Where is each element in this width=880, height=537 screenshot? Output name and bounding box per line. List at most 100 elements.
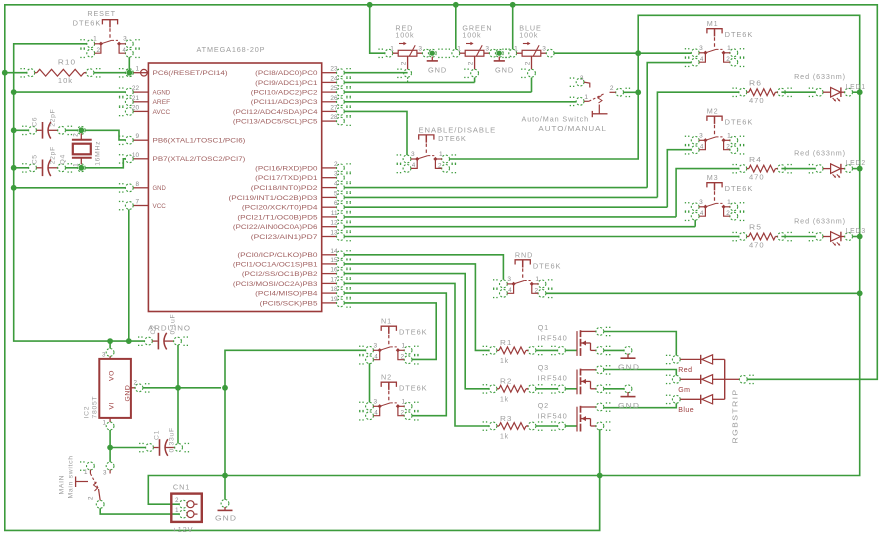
- svg-text:(PCI21/T1/OC0B)PD5: (PCI21/T1/OC0B)PD5: [237, 214, 318, 221]
- svg-text:Red (633nm): Red (633nm): [794, 72, 846, 81]
- svg-text:100k: 100k: [462, 31, 481, 40]
- svg-text:(PCI16/RXD)PD0: (PCI16/RXD)PD0: [255, 165, 318, 172]
- svg-text:R2: R2: [500, 377, 513, 386]
- svg-text:C6: C6: [32, 117, 39, 127]
- svg-text:VCC: VCC: [153, 203, 166, 210]
- svg-text:16MHz: 16MHz: [95, 141, 102, 166]
- svg-text:2: 2: [438, 162, 442, 169]
- svg-text:C5: C5: [32, 154, 39, 164]
- svg-text:3: 3: [699, 132, 703, 139]
- svg-text:1: 1: [401, 342, 405, 349]
- svg-text:11: 11: [331, 210, 338, 217]
- svg-text:1: 1: [584, 94, 588, 101]
- svg-text:2: 2: [401, 410, 405, 417]
- svg-text:18: 18: [330, 286, 338, 293]
- svg-text:M3: M3: [707, 173, 719, 182]
- svg-text:4: 4: [412, 163, 416, 169]
- svg-text:3: 3: [699, 45, 703, 52]
- svg-text:Main switch: Main switch: [68, 455, 75, 498]
- svg-text:LED2: LED2: [846, 158, 867, 167]
- svg-text:28: 28: [330, 114, 338, 121]
- svg-text:AREF: AREF: [153, 99, 171, 106]
- svg-text:ENABLE/DISABLE: ENABLE/DISABLE: [419, 125, 497, 134]
- svg-text:C1: C1: [153, 430, 160, 440]
- svg-text:2: 2: [726, 144, 730, 151]
- svg-text:1: 1: [439, 151, 443, 158]
- svg-text:ATMEGA168-20P: ATMEGA168-20P: [197, 45, 266, 54]
- svg-text:GREEN: GREEN: [462, 24, 492, 33]
- svg-text:GND: GND: [125, 385, 132, 402]
- svg-text:Blue: Blue: [678, 407, 694, 414]
- svg-text:DTE6K: DTE6K: [438, 134, 467, 143]
- svg-text:1: 1: [514, 46, 518, 53]
- svg-text:2: 2: [134, 380, 138, 387]
- svg-text:GND: GND: [495, 66, 514, 75]
- svg-text:2: 2: [175, 498, 179, 504]
- svg-text:1: 1: [135, 66, 139, 73]
- svg-text:(PCI22/AIN0OC0A)PD6: (PCI22/AIN0OC0A)PD6: [233, 224, 318, 231]
- svg-text:Red (633nm): Red (633nm): [794, 148, 846, 157]
- svg-text:Q3: Q3: [538, 363, 549, 372]
- svg-text:PB7(XTAL2/TOSC2/PCI7): PB7(XTAL2/TOSC2/PCI7): [153, 156, 246, 163]
- svg-text:(PCI9/ADC1)PC1: (PCI9/ADC1)PC1: [255, 80, 318, 87]
- svg-text:14: 14: [330, 248, 338, 255]
- svg-text:3: 3: [123, 36, 127, 43]
- svg-text:(PCI17/TXD)PD1: (PCI17/TXD)PD1: [255, 175, 318, 182]
- svg-text:7805T: 7805T: [92, 396, 99, 419]
- svg-text:ARDUINO: ARDUINO: [148, 324, 191, 333]
- svg-text:(PCI8/ADC0)PC0: (PCI8/ADC0)PC0: [255, 70, 318, 77]
- svg-text:(PCI3/MOSI/OC2A)PB3: (PCI3/MOSI/OC2A)PB3: [233, 281, 318, 288]
- svg-text:3: 3: [103, 470, 107, 477]
- svg-text:1: 1: [727, 45, 731, 52]
- svg-text:1k: 1k: [500, 432, 509, 441]
- svg-text:(PCI12/ADC4/SDA)PC4: (PCI12/ADC4/SDA)PC4: [233, 109, 318, 116]
- svg-text:16: 16: [330, 267, 338, 274]
- svg-text:10k: 10k: [58, 76, 73, 85]
- svg-text:2: 2: [726, 56, 730, 63]
- svg-text:15: 15: [330, 257, 338, 264]
- svg-text:7: 7: [135, 199, 139, 206]
- svg-text:1: 1: [457, 46, 461, 53]
- svg-text:(PCI18/INT0)PD2: (PCI18/INT0)PD2: [251, 185, 318, 192]
- svg-text:Auto/Man Switch: Auto/Man Switch: [522, 115, 590, 124]
- svg-text:IRF540: IRF540: [538, 374, 568, 383]
- svg-text:24: 24: [330, 75, 338, 82]
- svg-text:22: 22: [132, 85, 140, 92]
- svg-text:Red: Red: [678, 367, 692, 374]
- svg-text:4: 4: [700, 145, 704, 151]
- svg-text:AGND: AGND: [153, 90, 171, 97]
- svg-text:21: 21: [132, 95, 140, 102]
- svg-text:M1: M1: [707, 19, 719, 28]
- svg-text:19: 19: [330, 296, 338, 303]
- svg-text:AUTO/MANUAL: AUTO/MANUAL: [538, 124, 607, 133]
- svg-text:2: 2: [468, 61, 475, 65]
- svg-text:GND: GND: [153, 185, 166, 192]
- svg-text:(PCI5/SCK)PB5: (PCI5/SCK)PB5: [260, 300, 318, 307]
- svg-text:3: 3: [373, 342, 377, 349]
- svg-text:1: 1: [535, 276, 539, 283]
- svg-text:DTE6K: DTE6K: [725, 184, 754, 193]
- svg-text:22pF: 22pF: [50, 109, 57, 127]
- svg-text:VO: VO: [109, 370, 116, 381]
- svg-text:6: 6: [334, 200, 338, 207]
- svg-text:3: 3: [334, 171, 338, 178]
- svg-text:RGBSTRIP: RGBSTRIP: [731, 389, 740, 444]
- svg-text:2: 2: [534, 287, 538, 294]
- svg-text:Gm: Gm: [678, 387, 690, 394]
- svg-text:4: 4: [700, 211, 704, 217]
- svg-text:R1: R1: [500, 338, 513, 347]
- svg-text:R6: R6: [749, 78, 762, 87]
- svg-text:BLUE: BLUE: [519, 24, 541, 33]
- svg-text:DTE6K: DTE6K: [533, 261, 562, 270]
- svg-text:4: 4: [123, 48, 127, 54]
- svg-text:Q2: Q2: [538, 401, 549, 410]
- svg-text:R5: R5: [749, 223, 762, 232]
- svg-text:17: 17: [330, 276, 338, 283]
- svg-text:1: 1: [175, 508, 179, 514]
- svg-text:2: 2: [401, 354, 405, 361]
- svg-text:20: 20: [132, 104, 140, 111]
- svg-text:1: 1: [84, 469, 88, 476]
- svg-text:12: 12: [330, 220, 338, 227]
- svg-text:2: 2: [726, 210, 730, 217]
- svg-text:3: 3: [411, 151, 415, 158]
